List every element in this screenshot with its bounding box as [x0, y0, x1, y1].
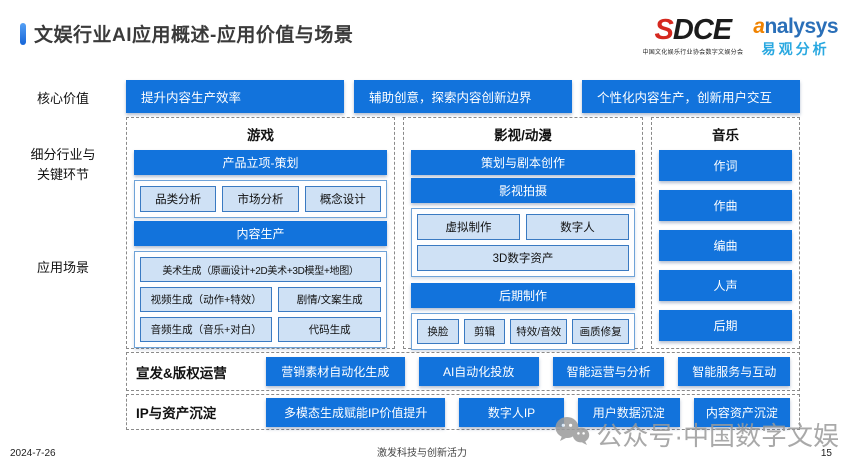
row-label-industry: 细分行业与 关键环节	[0, 145, 126, 184]
stage-bar-music: 作词	[659, 150, 792, 181]
core-value-item: 辅助创意，探索内容创新边界	[354, 80, 572, 113]
column-game: 游戏 产品立项-策划 品类分析 市场分析 概念设计 内容生产 美术生成（原画设计…	[126, 117, 395, 349]
stage-bar-game-production: 内容生产	[134, 221, 387, 246]
row-promotion-label: 宣发&版权运营	[136, 365, 227, 381]
group-game-planning: 品类分析 市场分析 概念设计	[134, 180, 387, 218]
stage-bar-film-post: 后期制作	[411, 283, 635, 308]
scenario-box: 内容资产沉淀	[693, 397, 790, 427]
music-bars: 作词 作曲 编曲 人声 后期	[659, 150, 792, 341]
scenario-box: AI自动化投放	[418, 357, 539, 386]
scenario-box: 用户数据沉淀	[577, 397, 680, 427]
task-chip: 代码生成	[278, 317, 381, 342]
stage-bar-music: 后期	[659, 310, 792, 341]
scenario-box: 多模态生成赋能IP价值提升	[266, 397, 446, 427]
group-row: 虚拟制作 数字人	[417, 214, 629, 240]
analysys-logo: analysys 易观分析	[753, 16, 838, 56]
stage-bar-music: 编曲	[659, 230, 792, 261]
row-ip-label: IP与资产沉淀	[136, 406, 217, 421]
core-value-row: 提升内容生产效率 辅助创意，探索内容创新边界 个性化内容生产，创新用户交互	[126, 80, 800, 113]
stage-bar-film-script: 策划与剧本创作	[411, 150, 635, 175]
analysys-rest: nalysys	[764, 15, 838, 38]
sdce-letters-dce: DCE	[672, 14, 732, 46]
row-label-core-value: 核心价值	[36, 91, 89, 106]
group-row: 换脸 剪辑 特效/音效 画质修复	[417, 319, 629, 344]
row-label-industry-line1: 细分行业与	[30, 147, 96, 162]
task-chip: 音频生成（音乐+对白）	[140, 317, 273, 342]
column-film-animation: 影视/动漫 策划与剧本创作 影视拍摄 虚拟制作 数字人 3D数字资产 后期制作 …	[403, 117, 643, 350]
column-music: 音乐 作词 作曲 编曲 人声 后期	[651, 117, 800, 349]
task-chip: 虚拟制作	[417, 214, 520, 240]
footer-page-number: 15	[820, 448, 832, 459]
task-chip: 市场分析	[222, 186, 299, 212]
task-chip: 数字人	[526, 214, 629, 240]
task-chip: 换脸	[417, 319, 459, 344]
title-block: 文娱行业AI应用概述-应用价值与场景	[20, 20, 353, 47]
sdce-subtitle: 中国文化娱乐行业协会数字文娱分会	[642, 50, 744, 56]
row-promotion-copyright: 宣发&版权运营 营销素材自动化生成 AI自动化投放 智能运营与分析 智能服务与互…	[126, 352, 800, 391]
group-row: 美术生成（原画设计+2D美术+3D模型+地图）	[140, 257, 381, 282]
footer-slogan: 激发科技与创新活力	[377, 448, 467, 459]
task-chip: 概念设计	[304, 186, 381, 212]
logo-area: SDCE 中国文化娱乐行业协会数字文娱分会 analysys 易观分析	[642, 12, 838, 57]
group-film-shooting: 虚拟制作 数字人 3D数字资产	[411, 208, 635, 277]
analysys-subtitle: 易观分析	[761, 41, 830, 57]
group-row: 视频生成（动作+特效） 剧情/文案生成	[140, 287, 381, 312]
scenario-box: 营销素材自动化生成	[266, 357, 405, 386]
core-value-item: 个性化内容生产，创新用户交互	[582, 80, 800, 113]
row-label-industry-line2: 关键环节	[36, 166, 89, 182]
stage-bar-music: 作曲	[659, 190, 792, 221]
scenario-box: 智能服务与互动	[678, 357, 791, 386]
row-label-scenario: 应用场景	[36, 260, 89, 275]
footer-date: 2024-7-26	[10, 448, 56, 459]
group-row: 品类分析 市场分析 概念设计	[140, 186, 381, 212]
group-film-post: 换脸 剪辑 特效/音效 画质修复	[411, 313, 635, 350]
task-chip: 特效/音效	[510, 319, 568, 344]
page-title: 文娱行业AI应用概述-应用价值与场景	[34, 25, 354, 46]
task-chip: 画质修复	[572, 319, 629, 344]
analysys-wordmark: analysys	[753, 16, 838, 37]
sdce-wordmark: SDCE	[642, 16, 743, 45]
stage-bar-game-planning: 产品立项-策划	[134, 150, 387, 175]
column-title-film: 影视/动漫	[494, 128, 552, 143]
sdce-logo: SDCE 中国文化娱乐行业协会数字文娱分会	[642, 16, 744, 57]
task-chip: 剪辑	[463, 319, 506, 344]
header: 文娱行业AI应用概述-应用价值与场景 SDCE 中国文化娱乐行业协会数字文娱分会…	[20, 12, 838, 56]
task-chip: 视频生成（动作+特效）	[140, 287, 273, 312]
group-game-production: 美术生成（原画设计+2D美术+3D模型+地图） 视频生成（动作+特效） 剧情/文…	[134, 251, 387, 348]
task-chip: 品类分析	[140, 186, 217, 212]
stage-bar-music: 人声	[659, 270, 792, 301]
column-title-game: 游戏	[247, 128, 274, 143]
column-title-music: 音乐	[712, 128, 739, 143]
core-value-item: 提升内容生产效率	[126, 80, 344, 113]
group-row: 3D数字资产	[417, 245, 629, 271]
task-chip: 3D数字资产	[417, 245, 629, 271]
title-accent-bar	[20, 22, 26, 45]
sdce-letter-s: S	[654, 14, 674, 46]
task-chip: 美术生成（原画设计+2D美术+3D模型+地图）	[140, 257, 381, 282]
scenario-box: 数字人IP	[459, 397, 564, 427]
task-chip: 剧情/文案生成	[278, 287, 381, 312]
analysys-orange-a: a	[753, 15, 765, 38]
group-row: 音频生成（音乐+对白） 代码生成	[140, 317, 381, 342]
industry-columns: 游戏 产品立项-策划 品类分析 市场分析 概念设计 内容生产 美术生成（原画设计…	[126, 117, 800, 350]
stage-bar-film-shooting: 影视拍摄	[411, 178, 635, 203]
row-ip-assets: IP与资产沉淀 多模态生成赋能IP价值提升 数字人IP 用户数据沉淀 内容资产沉…	[126, 394, 800, 430]
scenario-box: 智能运营与分析	[552, 357, 665, 386]
